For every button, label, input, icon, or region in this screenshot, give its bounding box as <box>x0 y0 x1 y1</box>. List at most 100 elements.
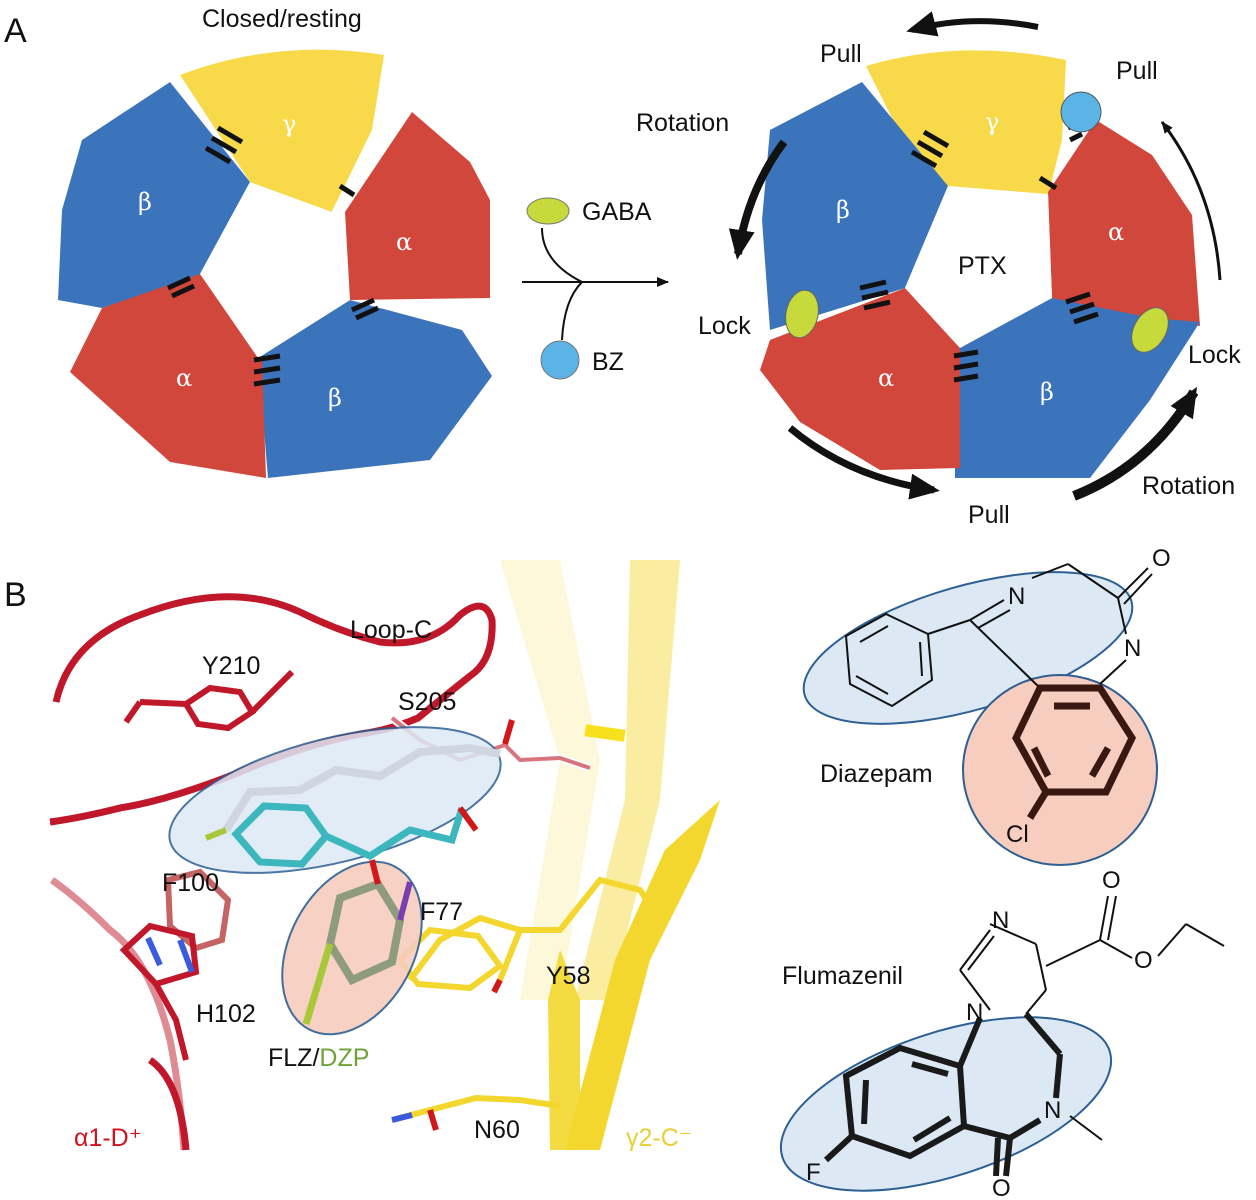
ligand-legend: GABA BZ <box>522 197 669 380</box>
bz-bound-icon <box>1060 91 1102 133</box>
greek-beta-bottom-right: β <box>1040 378 1054 406</box>
f77-ring <box>396 926 505 992</box>
rotation-bottom-label: Rotation <box>1142 472 1235 500</box>
diazepam-red-ellipse <box>962 674 1158 866</box>
alpha-backbone-lower <box>49 877 188 1151</box>
subunit-beta-bottom-right-left <box>258 300 492 478</box>
flumazenil-benzodiazepine <box>823 1012 1063 1177</box>
gamma-strand-front <box>565 800 720 1150</box>
flumazenil-atom-o-carbonyl: O <box>1102 867 1121 894</box>
pull-top-right-label: Pull <box>1116 57 1158 85</box>
n60-label: N60 <box>474 1116 520 1144</box>
pull-bottom-label: Pull <box>968 501 1010 529</box>
greek-alpha-bottom-left: α <box>176 364 192 392</box>
y210-ring <box>181 684 257 732</box>
chain-gamma-label: γ2-C⁻ <box>626 1124 692 1152</box>
diazepam-structure: N O N Cl Diazepam <box>802 545 1171 866</box>
lock-left-label: Lock <box>698 312 751 340</box>
pull-top-left-label: Pull <box>820 40 862 68</box>
arrow-top <box>906 11 1039 37</box>
rotation-left-label: Rotation <box>636 109 729 137</box>
greek-beta-bottom-left: β <box>328 384 342 412</box>
h102-label: H102 <box>196 1000 256 1028</box>
y210-label: Y210 <box>202 652 260 680</box>
arrow-left <box>728 139 788 260</box>
diazepam-atom-cl: Cl <box>1006 821 1029 848</box>
rotation-arrows <box>728 11 1222 501</box>
diazepam-atom-o: O <box>1152 545 1171 572</box>
pore-right <box>905 186 1052 348</box>
chain-alpha-label: α1-D⁺ <box>74 1124 142 1152</box>
diazepam-chlorophenyl <box>1012 684 1137 820</box>
f100-label: F100 <box>162 869 219 897</box>
lock-right-label: Lock <box>1188 341 1241 369</box>
bz-label: BZ <box>592 348 624 376</box>
h102-ring <box>119 922 200 988</box>
panel-a-label: A <box>4 12 27 50</box>
subunit-beta-top-left-left <box>58 82 250 308</box>
yellow-dash-marker <box>584 724 626 742</box>
n60-sidechain <box>391 1094 561 1123</box>
gamma-strand-back <box>500 560 600 1000</box>
diazepam-name: Diazepam <box>820 760 933 788</box>
diazepam-atom-n2: N <box>1124 635 1141 662</box>
gamma-strand-left <box>548 950 580 1150</box>
flumazenil-atom-n-methyl: N <box>1044 1097 1061 1124</box>
flumazenil-structure: N O O N N O F Flumazenil <box>779 867 1225 1200</box>
arrow-right <box>1160 121 1222 281</box>
greek-alpha-right-left: α <box>396 228 412 256</box>
f100-ring <box>164 868 232 952</box>
ligand-flz-sticks <box>231 802 466 868</box>
ligand-pocket-blue <box>168 726 502 874</box>
binding-site-structure <box>49 560 720 1151</box>
greek-gamma-left: γ <box>282 110 296 138</box>
flumazenil-atom-o-ester: O <box>1134 947 1153 974</box>
panel-b-label: B <box>4 576 27 614</box>
diazepam-blue-ellipse <box>802 571 1134 725</box>
flumazenil-atom-n-top: N <box>992 907 1009 934</box>
subunit-alpha-bottom-left-right <box>760 288 960 470</box>
subunit-gamma-right <box>866 50 1066 196</box>
gaba-label: GABA <box>582 198 652 226</box>
flumazenil-atom-n-ring: N <box>966 999 983 1026</box>
closed-receptor: γ α β α β <box>58 49 492 478</box>
pore-left <box>200 182 350 358</box>
arrow-bottom-left <box>787 425 940 500</box>
greek-beta-top-left: β <box>138 188 152 216</box>
f77-label: F77 <box>420 898 463 926</box>
subunit-alpha-right <box>1048 120 1200 326</box>
greek-alpha-right-right: α <box>1108 218 1124 246</box>
gamma-strand-mid <box>575 560 680 1000</box>
subunit-alpha-top-right-left <box>345 112 490 300</box>
gaba-bound-right-icon <box>1131 307 1169 353</box>
ligand-label: FLZ/DZP <box>268 1044 369 1072</box>
bz-icon <box>540 340 580 380</box>
greek-alpha-bottom-left-right: α <box>878 364 894 392</box>
binding-notches-left <box>166 125 380 387</box>
subunit-alpha-bottom-left-left <box>70 272 266 478</box>
flumazenil-name: Flumazenil <box>782 962 903 990</box>
loop-c-label: Loop-C <box>350 616 432 644</box>
flumazenil-atom-o-amide: O <box>992 1175 1011 1200</box>
open-receptor: γ α β α β PTX <box>760 50 1200 478</box>
s205-label: S205 <box>398 688 456 716</box>
ligand-join-curve <box>541 227 584 341</box>
ligand-dzp-sticks <box>222 743 501 833</box>
diazepam-atom-n1: N <box>1008 583 1025 610</box>
subunit-gamma-left <box>180 49 384 215</box>
greek-beta-top-left-right: β <box>836 196 850 224</box>
ligand-label-flz: FLZ/ <box>268 1044 319 1072</box>
gaba-bound-left-icon <box>785 289 819 339</box>
flumazenil-imidazole <box>959 895 1225 1015</box>
gaba-icon <box>526 197 570 225</box>
greek-gamma-right: γ <box>985 108 999 136</box>
alpha-backbone-lower-2 <box>147 1057 190 1151</box>
flumazenil-blue-ellipse <box>779 1016 1113 1192</box>
diazepam-bonds <box>844 563 1153 708</box>
flumazenil-atom-f: F <box>806 1159 821 1186</box>
ligand-label-dzp: DZP <box>319 1044 369 1072</box>
arrow-bottom-right <box>1072 386 1199 501</box>
y58-sidechain <box>407 876 663 982</box>
closed-resting-title: Closed/resting <box>202 5 362 33</box>
